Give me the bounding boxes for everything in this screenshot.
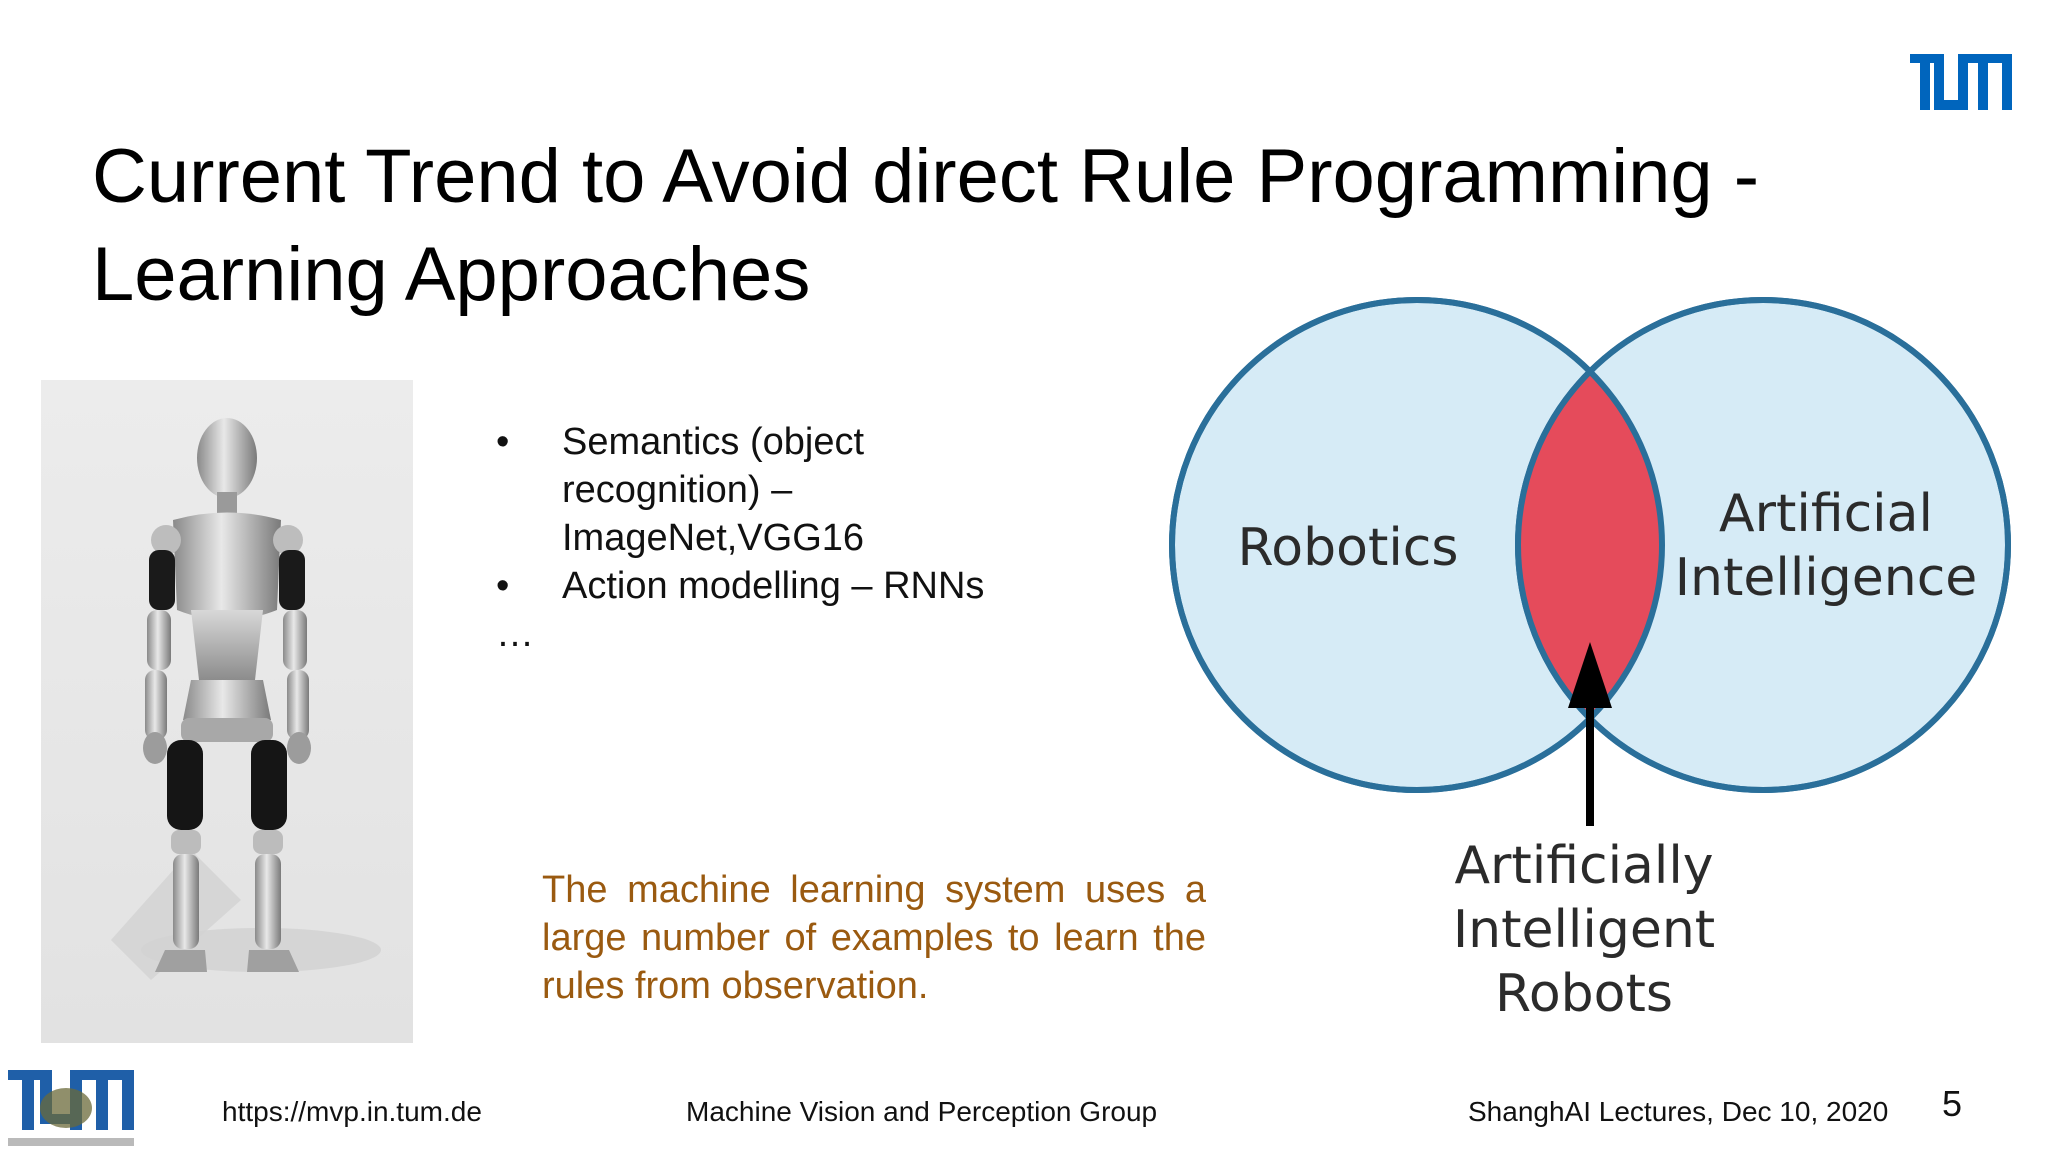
- humanoid-robot-image: [41, 380, 413, 1043]
- bullet-line: Semantics (object: [562, 421, 865, 463]
- bullet-list: • Semantics (object recognition) – Image…: [492, 418, 1092, 658]
- bullet-item-action-modelling: • Action modelling – RNNs: [492, 562, 1092, 610]
- bullet-line: Action modelling – RNNs: [562, 565, 985, 607]
- venn-label-artificial-intelligence: Artificial Intelligence: [1656, 482, 1996, 610]
- slide-title-line1: Current Trend to Avoid direct Rule Progr…: [92, 134, 1760, 219]
- footer-url: https://mvp.in.tum.de: [222, 1096, 482, 1127]
- venn-label-ai-line1: Artificial: [1719, 484, 1933, 544]
- venn-label-intersection: Artificially Intelligent Robots: [1404, 834, 1764, 1026]
- machine-learning-statement: The machine learning system uses a large…: [542, 869, 1206, 1007]
- venn-label-intersection-line3: Robots: [1495, 964, 1673, 1024]
- bullet-line: ImageNet,VGG16: [562, 517, 865, 559]
- bullet-item-semantics: • Semantics (object recognition) – Image…: [492, 418, 1092, 562]
- venn-diagram: [1169, 297, 2011, 826]
- footer-lecture: ShanghAI Lectures, Dec 10, 2020: [1468, 1096, 1889, 1127]
- bullet-line: recognition) –: [562, 469, 793, 511]
- venn-label-intersection-line2: Intelligent: [1452, 900, 1716, 960]
- bullet-marker: •: [496, 565, 510, 607]
- arrow-icon: [1568, 642, 1612, 826]
- bullet-ellipsis: …: [496, 613, 534, 655]
- slide-title-line2: Learning Approaches: [92, 232, 811, 317]
- footer-group-name: Machine Vision and Perception Group: [686, 1096, 1158, 1127]
- mvp-group-logo-icon: [4, 1064, 140, 1152]
- venn-label-ai-line2: Intelligence: [1674, 548, 1978, 608]
- bullet-marker: •: [496, 421, 510, 463]
- venn-label-intersection-line1: Artificially: [1454, 836, 1714, 896]
- slide-title: Current Trend to Avoid direct Rule Progr…: [92, 128, 1892, 324]
- tum-logo-icon: [1910, 54, 2012, 110]
- page-number: 5: [1942, 1083, 1963, 1124]
- venn-label-robotics: Robotics: [1237, 518, 1459, 578]
